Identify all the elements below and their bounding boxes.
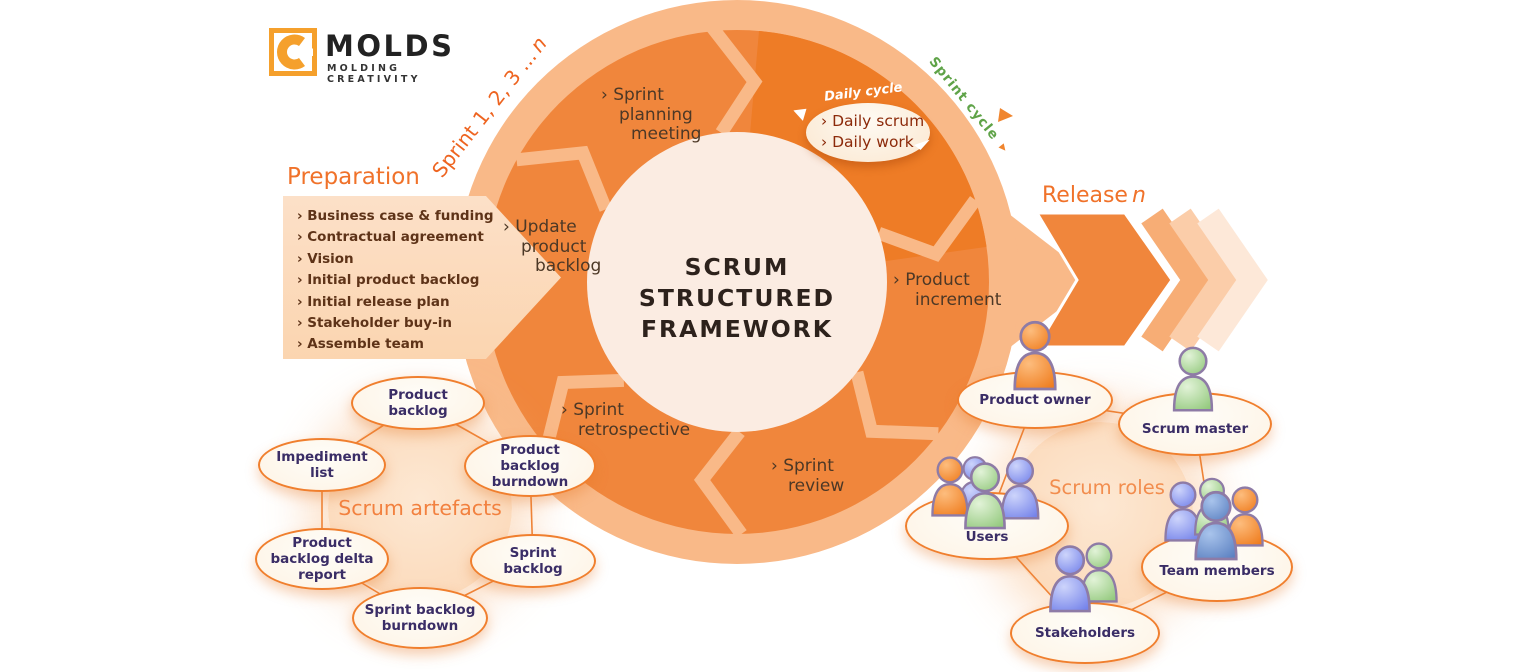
logo-tagline: MOLDING CREATIVITY [327,63,421,85]
role-product-owner: Product owner [957,371,1113,429]
artefact-impediment-list: Impediment list [258,438,386,492]
artefact-sprint-backlog-burndown: Sprint backlog burndown [352,587,488,649]
release-text: Release [1042,183,1128,208]
diagram-title: SCRUM STRUCTURED FRAMEWORK [587,252,887,345]
release-n: n [1131,183,1146,208]
preparation-item: › Assemble team [297,336,424,353]
role-scrum-master: Scrum master [1118,392,1272,456]
preparation-item: › Vision [297,250,354,267]
artefact-product-backlog-burndown: Product backlog burndown [464,435,596,497]
sprint-cycle-arrow-tip [998,108,1013,122]
release-fading-chevrons [1141,208,1268,352]
daily-cycle-bubble: › Daily scrum › Daily work [806,103,930,162]
artefact-sprint-backlog: Sprint backlog [470,534,596,588]
daily-work-item: › Daily work [821,133,914,151]
roles-title: Scrum roles [1049,476,1165,499]
preparation-item: › Business case & funding [297,208,494,224]
daily-scrum-item: › Daily scrum [821,112,925,130]
preparation-item: › Initial release plan [297,293,450,310]
daily-cycle-label: Daily cycle [823,80,904,105]
artefact-product-backlog: Product backlog [351,376,485,430]
preparation-list: › Business case & funding › Contractual … [283,196,561,356]
preparation-title: Preparation [287,164,420,190]
diagram-title-line1: SCRUM STRUCTURED [638,253,836,312]
preparation-item: › Contractual agreement [297,229,484,246]
logo-name: MOLDS [325,29,455,63]
molds-logo-icon [269,28,317,76]
preparation-item: › Stakeholder buy-in [297,315,452,332]
artefacts-title: Scrum artefacts [338,496,502,520]
role-team-members: Team members [1141,532,1293,602]
label-sprint-review: › Sprint review [771,456,845,496]
release-arrow [1034,211,1174,349]
label-sprint-retrospective: › Sprint retrospective [561,400,691,440]
molds-logo: MOLDS MOLDING CREATIVITY [268,27,468,85]
diagram-title-line2: FRAMEWORK [641,315,833,343]
role-stakeholders: Stakeholders [1010,602,1160,664]
sprint-cycle-text: Sprint cycle [925,54,1003,144]
label-product-increment: › Product increment [893,270,1002,310]
role-users: Users [905,492,1069,560]
sprint-cycle-arrow-glyph: ▸ [995,140,1013,157]
preparation-item: › Initial product backlog [297,272,480,289]
artefact-product-backlog-delta-report: Product backlog delta report [255,528,389,590]
sprint-cycle-label: Sprint cycle ▸ [926,54,1013,156]
label-sprint-planning-meeting: › Sprint planning meeting [601,85,702,144]
